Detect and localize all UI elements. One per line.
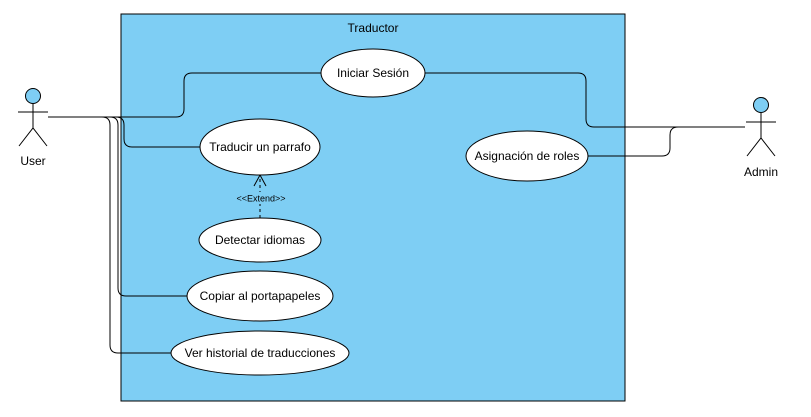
use-case-traducir-parrafo[interactable]: Traducir un parrafo <box>199 118 321 176</box>
actor-user[interactable]: User <box>18 88 48 169</box>
actor-legs <box>746 137 776 157</box>
use-case-label: Detectar idiomas <box>215 233 305 247</box>
association-user-ver-historial <box>48 116 172 354</box>
use-case-iniciar-sesion[interactable]: Iniciar Sesión <box>320 48 426 98</box>
use-case-label: Ver historial de traducciones <box>185 346 336 360</box>
use-case-label: Asignación de roles <box>475 149 580 163</box>
system-title: Traductor <box>348 21 399 35</box>
association-admin-iniciar-sesion <box>425 72 745 128</box>
actor-head <box>753 97 769 113</box>
actor-admin-label: Admin <box>744 165 778 179</box>
association-user-traducir-parrafo <box>48 116 200 148</box>
extend-label: <<Extend>> <box>236 194 285 204</box>
actor-legs <box>18 127 48 147</box>
use-case-copiar-portapapeles[interactable]: Copiar al portapapeles <box>186 270 334 322</box>
association-user-iniciar-sesion <box>48 72 322 118</box>
extend-label-background <box>232 192 288 204</box>
use-case-detectar-idiomas[interactable]: Detectar idiomas <box>198 217 322 263</box>
use-case-asignacion-roles[interactable]: Asignación de roles <box>465 130 589 182</box>
use-case-label: Traducir un parrafo <box>209 140 311 154</box>
actor-head <box>25 88 41 104</box>
associations <box>48 72 745 354</box>
association-user-copiar-portapapeles <box>48 116 188 297</box>
actor-user-label: User <box>20 154 45 168</box>
association-admin-asignacion-roles <box>588 126 745 157</box>
use-case-label: Iniciar Sesión <box>337 66 409 80</box>
use-case-ver-historial[interactable]: Ver historial de traducciones <box>170 330 350 376</box>
use-case-label: Copiar al portapapeles <box>200 289 321 303</box>
actor-admin[interactable]: Admin <box>744 97 778 180</box>
